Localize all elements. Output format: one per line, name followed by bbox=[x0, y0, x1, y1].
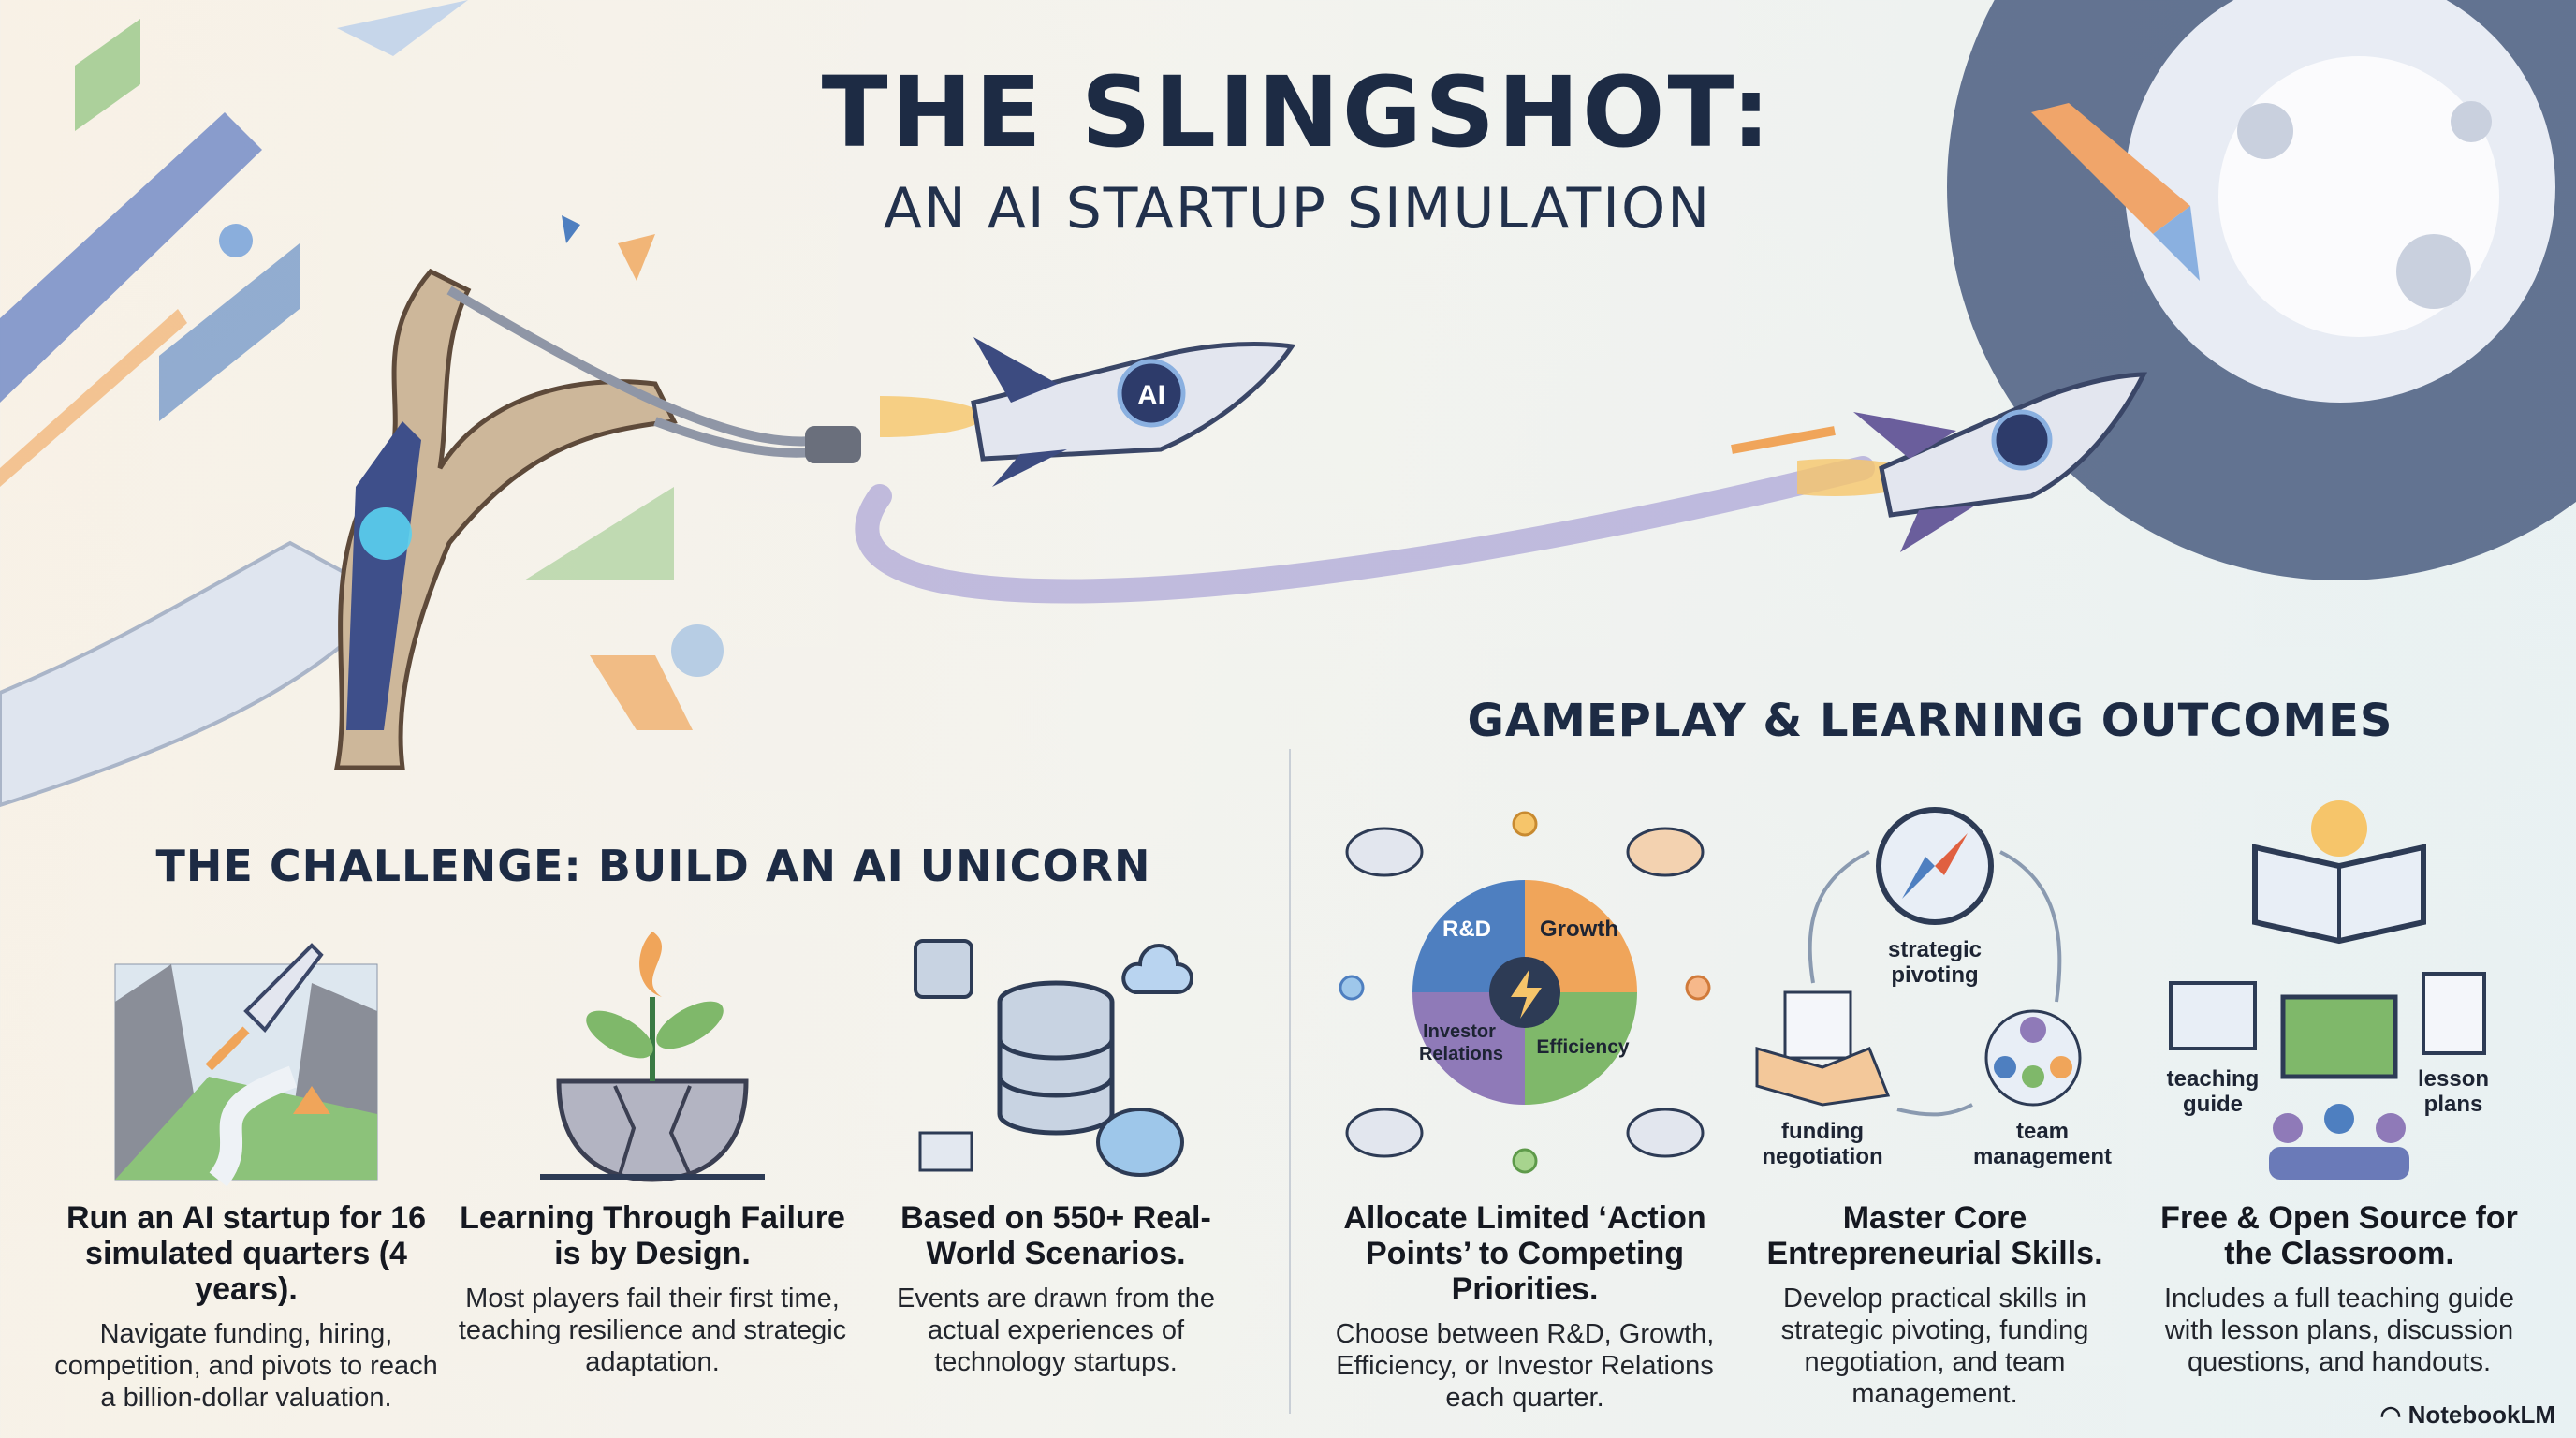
card-title: Master Core Entrepreneurial Skills. bbox=[1766, 1200, 2103, 1271]
page-subtitle: AN AI STARTUP SIMULATION bbox=[883, 176, 1712, 242]
decorative-shapes bbox=[0, 0, 724, 730]
gameplay-card-3: Free & Open Source for the Classroom. In… bbox=[2143, 1200, 2536, 1378]
notebooklm-branding: ◠ NotebookLM bbox=[2380, 1401, 2555, 1429]
challenge-heading: THE CHALLENGE: BUILD AN AI UNICORN bbox=[155, 841, 1151, 891]
rocket-badge: AI bbox=[1137, 380, 1165, 411]
challenge-card-2: Learning Through Failure is by Design. M… bbox=[456, 1200, 849, 1378]
card-title: Free & Open Source for the Classroom. bbox=[2160, 1200, 2518, 1271]
label-relations: Relations bbox=[1419, 1044, 1503, 1064]
gameplay-heading: GAMEPLAY & LEARNING OUTCOMES bbox=[1467, 695, 2393, 747]
priority-wheel-icon: R&D Growth Investor Relations Efficiency bbox=[1339, 811, 1711, 1174]
label-teaching: teaching bbox=[2167, 1066, 2260, 1092]
card-body: Choose between R&D, Growth, Efficiency, … bbox=[1335, 1319, 1715, 1413]
section-divider bbox=[1289, 749, 1291, 1414]
slingshot-illustration bbox=[0, 268, 861, 808]
card-body: Includes a full teaching guide with less… bbox=[2163, 1284, 2515, 1377]
rocket-1-icon: AI bbox=[880, 337, 1296, 487]
card-title: Run an AI startup for 16 simulated quart… bbox=[66, 1200, 427, 1307]
label-strategic: strategic bbox=[1888, 937, 1982, 962]
challenge-card-1: Run an AI startup for 16 simulated quart… bbox=[50, 1200, 443, 1414]
label-plans: plans bbox=[2424, 1092, 2483, 1117]
sprout-cracked-pot-icon bbox=[540, 932, 765, 1182]
gameplay-card-2: Master Core Entrepreneurial Skills. Deve… bbox=[1738, 1200, 2131, 1410]
rocket-2-icon bbox=[1797, 372, 2148, 552]
card-title: Learning Through Failure is by Design. bbox=[460, 1200, 845, 1271]
rocket-road-icon bbox=[114, 943, 378, 1187]
card-title: Based on 550+ Real-World Scenarios. bbox=[900, 1200, 1211, 1271]
card-body: Most players fail their first time, teac… bbox=[458, 1284, 847, 1377]
card-body: Navigate funding, hiring, competition, a… bbox=[54, 1319, 438, 1413]
label-management: management bbox=[1973, 1144, 2112, 1169]
label-pivoting: pivoting bbox=[1891, 962, 1978, 988]
label-investor: Investor bbox=[1423, 1021, 1496, 1042]
classroom-book-icon: teaching guide lesson plans bbox=[2167, 800, 2489, 1180]
card-body: Develop practical skills in strategic pi… bbox=[1780, 1284, 2089, 1409]
page-title: THE SLINGSHOT: bbox=[821, 55, 1774, 169]
label-growth: Growth bbox=[1540, 917, 1618, 942]
label-rd: R&D bbox=[1442, 917, 1491, 942]
label-efficiency: Efficiency bbox=[1536, 1036, 1630, 1058]
card-title: Allocate Limited ‘Action Points’ to Comp… bbox=[1343, 1200, 1706, 1307]
notebooklm-logo-icon: ◠ bbox=[2379, 1401, 2402, 1429]
database-brain-icon bbox=[914, 939, 1193, 1177]
gameplay-card-1: Allocate Limited ‘Action Points’ to Comp… bbox=[1328, 1200, 1721, 1414]
brand-label: NotebookLM bbox=[2408, 1401, 2555, 1429]
label-guide: guide bbox=[2183, 1092, 2243, 1117]
label-team: team bbox=[2016, 1119, 2069, 1144]
card-body: Events are drawn from the actual experie… bbox=[896, 1284, 1216, 1377]
label-negotiation: negotiation bbox=[1762, 1144, 1882, 1169]
label-lesson: lesson bbox=[2418, 1066, 2489, 1092]
challenge-card-3: Based on 550+ Real-World Scenarios. Even… bbox=[859, 1200, 1252, 1378]
trajectory-path bbox=[855, 426, 1875, 604]
skills-cycle-icon: strategic pivoting funding negotiation t… bbox=[1755, 807, 2112, 1169]
label-funding: funding bbox=[1781, 1119, 1864, 1144]
